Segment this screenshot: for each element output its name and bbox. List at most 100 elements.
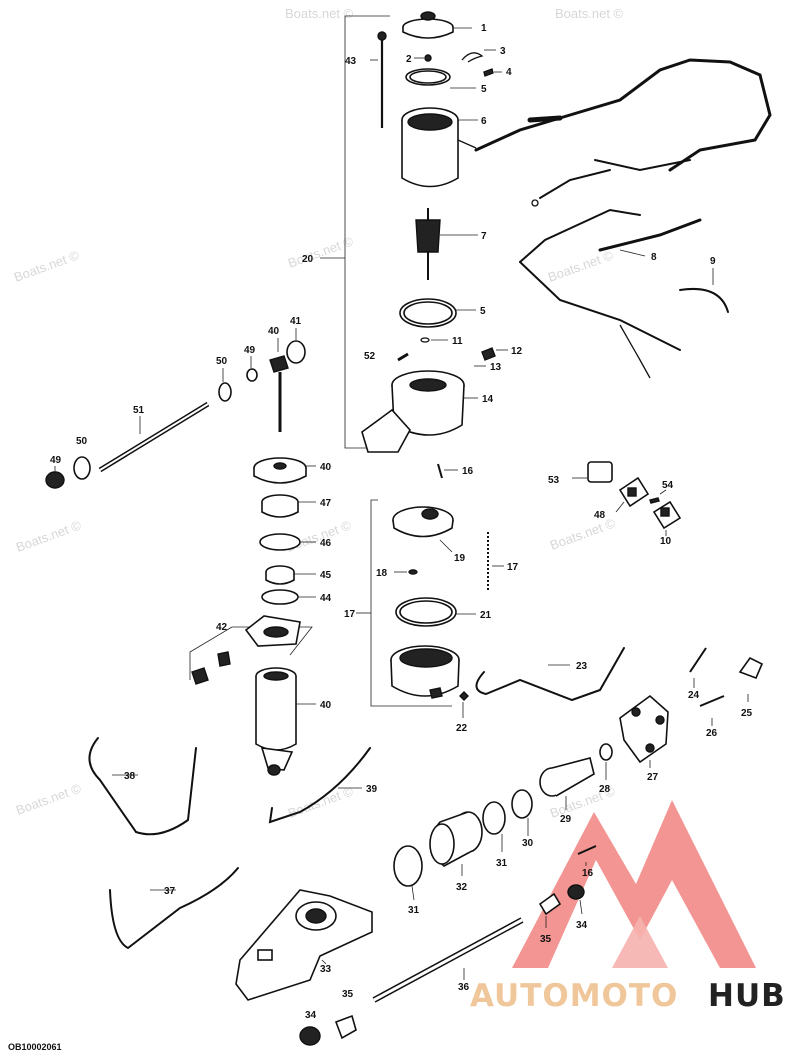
callout-38: 38	[124, 771, 136, 782]
hydraulic-line	[268, 747, 371, 824]
brand-text-automoto: AUTOMOTO	[470, 978, 678, 1014]
valve-body	[619, 694, 669, 768]
watermark: Boats.net ©	[555, 6, 624, 21]
callout-23: 23	[576, 661, 588, 672]
callout-40a: 40	[268, 326, 280, 337]
callout-16a: 16	[462, 466, 474, 477]
motor-housing	[401, 107, 478, 188]
pivot-hardware	[538, 845, 597, 928]
callout-34a: 34	[576, 920, 588, 931]
o-ring	[393, 845, 423, 887]
callout-31b: 31	[408, 905, 420, 916]
callout-13: 13	[490, 362, 502, 373]
callout-9: 9	[710, 256, 716, 267]
bushing	[334, 1014, 357, 1040]
diagram-code: OB10002061	[8, 1042, 62, 1052]
callout-54: 54	[662, 480, 674, 491]
tilt-cylinder	[255, 667, 316, 776]
callout-1: 1	[481, 23, 487, 34]
screw	[437, 463, 443, 479]
callout-25: 25	[741, 708, 753, 719]
callout-46: 46	[320, 538, 332, 549]
bracket-pin	[269, 328, 306, 432]
nut	[299, 1026, 321, 1046]
end-cap	[402, 11, 472, 39]
callout-29: 29	[560, 814, 572, 825]
callout-7: 7	[481, 231, 487, 242]
callout-33: 33	[320, 964, 332, 975]
plug	[459, 691, 469, 701]
callout-49b: 49	[50, 455, 62, 466]
dipstick	[370, 31, 387, 128]
callout-47: 47	[320, 498, 332, 509]
piston	[261, 494, 316, 518]
callout-44: 44	[320, 593, 332, 604]
callout-6: 6	[481, 116, 487, 127]
clip	[461, 52, 484, 63]
callout-10: 10	[660, 536, 672, 547]
pump-base	[361, 370, 478, 453]
callout-12: 12	[511, 346, 523, 357]
callout-2: 2	[406, 54, 412, 65]
solenoid	[572, 461, 613, 483]
callout-30: 30	[522, 838, 534, 849]
callout-22: 22	[456, 723, 468, 734]
callout-5: 5	[481, 84, 487, 95]
callout-51: 51	[133, 405, 145, 416]
o-ring	[511, 789, 533, 819]
automotohub-wordmark: AUTOMOTO HUB	[470, 978, 785, 1014]
o-ring	[261, 589, 299, 605]
automotohub-logo-icon	[512, 800, 756, 968]
watermarks: Boats.net © Boats.net © Boats.net © Boat…	[12, 6, 624, 821]
callout-45: 45	[320, 570, 332, 581]
mount-bracket	[235, 889, 373, 1001]
callout-31a: 31	[496, 858, 508, 869]
callout-41: 41	[290, 316, 302, 327]
nut	[246, 368, 258, 382]
callout-40b: 40	[320, 462, 332, 473]
o-ring	[599, 743, 613, 761]
gasket	[615, 476, 650, 513]
callout-36: 36	[458, 982, 470, 993]
callout-42: 42	[216, 622, 228, 633]
callout-24: 24	[688, 690, 700, 701]
watermark: Boats.net ©	[14, 780, 84, 818]
screw	[483, 68, 494, 77]
plug	[481, 347, 496, 361]
washer	[73, 456, 91, 480]
callout-52: 52	[364, 351, 376, 362]
callout-26: 26	[706, 728, 718, 739]
reservoir	[390, 645, 460, 699]
callout-27: 27	[647, 772, 659, 783]
callout-21: 21	[480, 610, 492, 621]
callout-43: 43	[345, 56, 357, 67]
retainer	[265, 565, 316, 585]
callout-17a: 17	[507, 562, 519, 573]
callout-34b: 34	[305, 1010, 317, 1021]
spring	[487, 532, 504, 590]
cylinder-cap	[253, 457, 316, 484]
callout-40c: 40	[320, 700, 332, 711]
pin	[397, 352, 409, 362]
callout-4: 4	[506, 67, 512, 78]
callout-11: 11	[452, 336, 463, 347]
callout-39: 39	[366, 784, 378, 795]
callout-49a: 49	[244, 345, 256, 356]
callout-20: 20	[302, 254, 314, 265]
retaining-ring	[679, 288, 729, 313]
watermark: Boats.net ©	[546, 247, 616, 285]
watermark: Boats.net ©	[12, 247, 82, 285]
cylinder-sleeve	[429, 811, 483, 876]
o-ring	[259, 533, 301, 551]
switch-plate	[649, 489, 682, 536]
check-valve	[408, 569, 418, 575]
hydraulic-line	[475, 647, 625, 702]
callout-48: 48	[594, 510, 606, 521]
watermark: Boats.net ©	[548, 515, 618, 553]
armature	[415, 208, 478, 280]
callout-50a: 50	[216, 356, 228, 367]
cylinder-head	[539, 757, 595, 810]
nut	[45, 471, 65, 489]
hydraulic-line	[109, 867, 239, 950]
o-ring	[482, 801, 506, 835]
